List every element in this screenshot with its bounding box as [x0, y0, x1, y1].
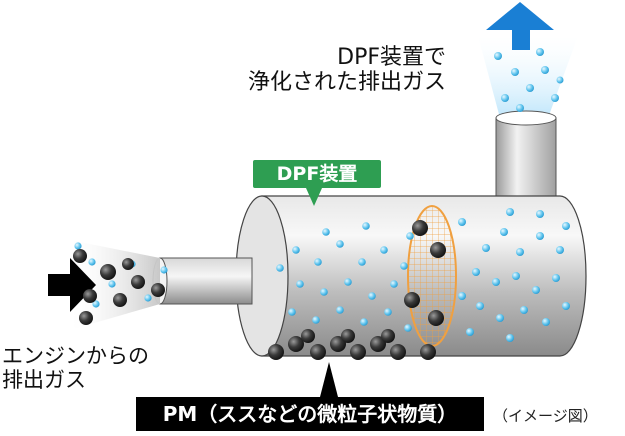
clean-gas-label-line2: 浄化された排出ガス — [248, 69, 447, 95]
dpf-device-label: DPF装置 — [253, 160, 381, 188]
inlet-pipe — [159, 257, 253, 305]
image-note: （イメージ図） — [493, 407, 598, 425]
clean-gas-label: DPF装置で 浄化された排出ガス — [248, 45, 447, 95]
soot-particles — [73, 220, 446, 360]
outlet-arrow-icon — [486, 2, 554, 50]
clean-gas-particles — [458, 48, 570, 342]
pm-label-pointer — [320, 362, 338, 397]
dpf-label-pointer — [306, 188, 322, 206]
engine-exhaust-label: エンジンからの 排出ガス — [2, 344, 149, 392]
engine-exhaust-label-line2: 排出ガス — [2, 367, 86, 392]
inlet-arrow-icon — [48, 258, 96, 312]
pm-label: PM（ススなどの微粒子状物質） — [136, 397, 484, 431]
engine-exhaust-label-line1: エンジンからの — [2, 344, 149, 368]
exhaust-gas-particles — [74, 222, 414, 332]
clean-gas-label-line1: DPF装置で — [337, 45, 447, 70]
